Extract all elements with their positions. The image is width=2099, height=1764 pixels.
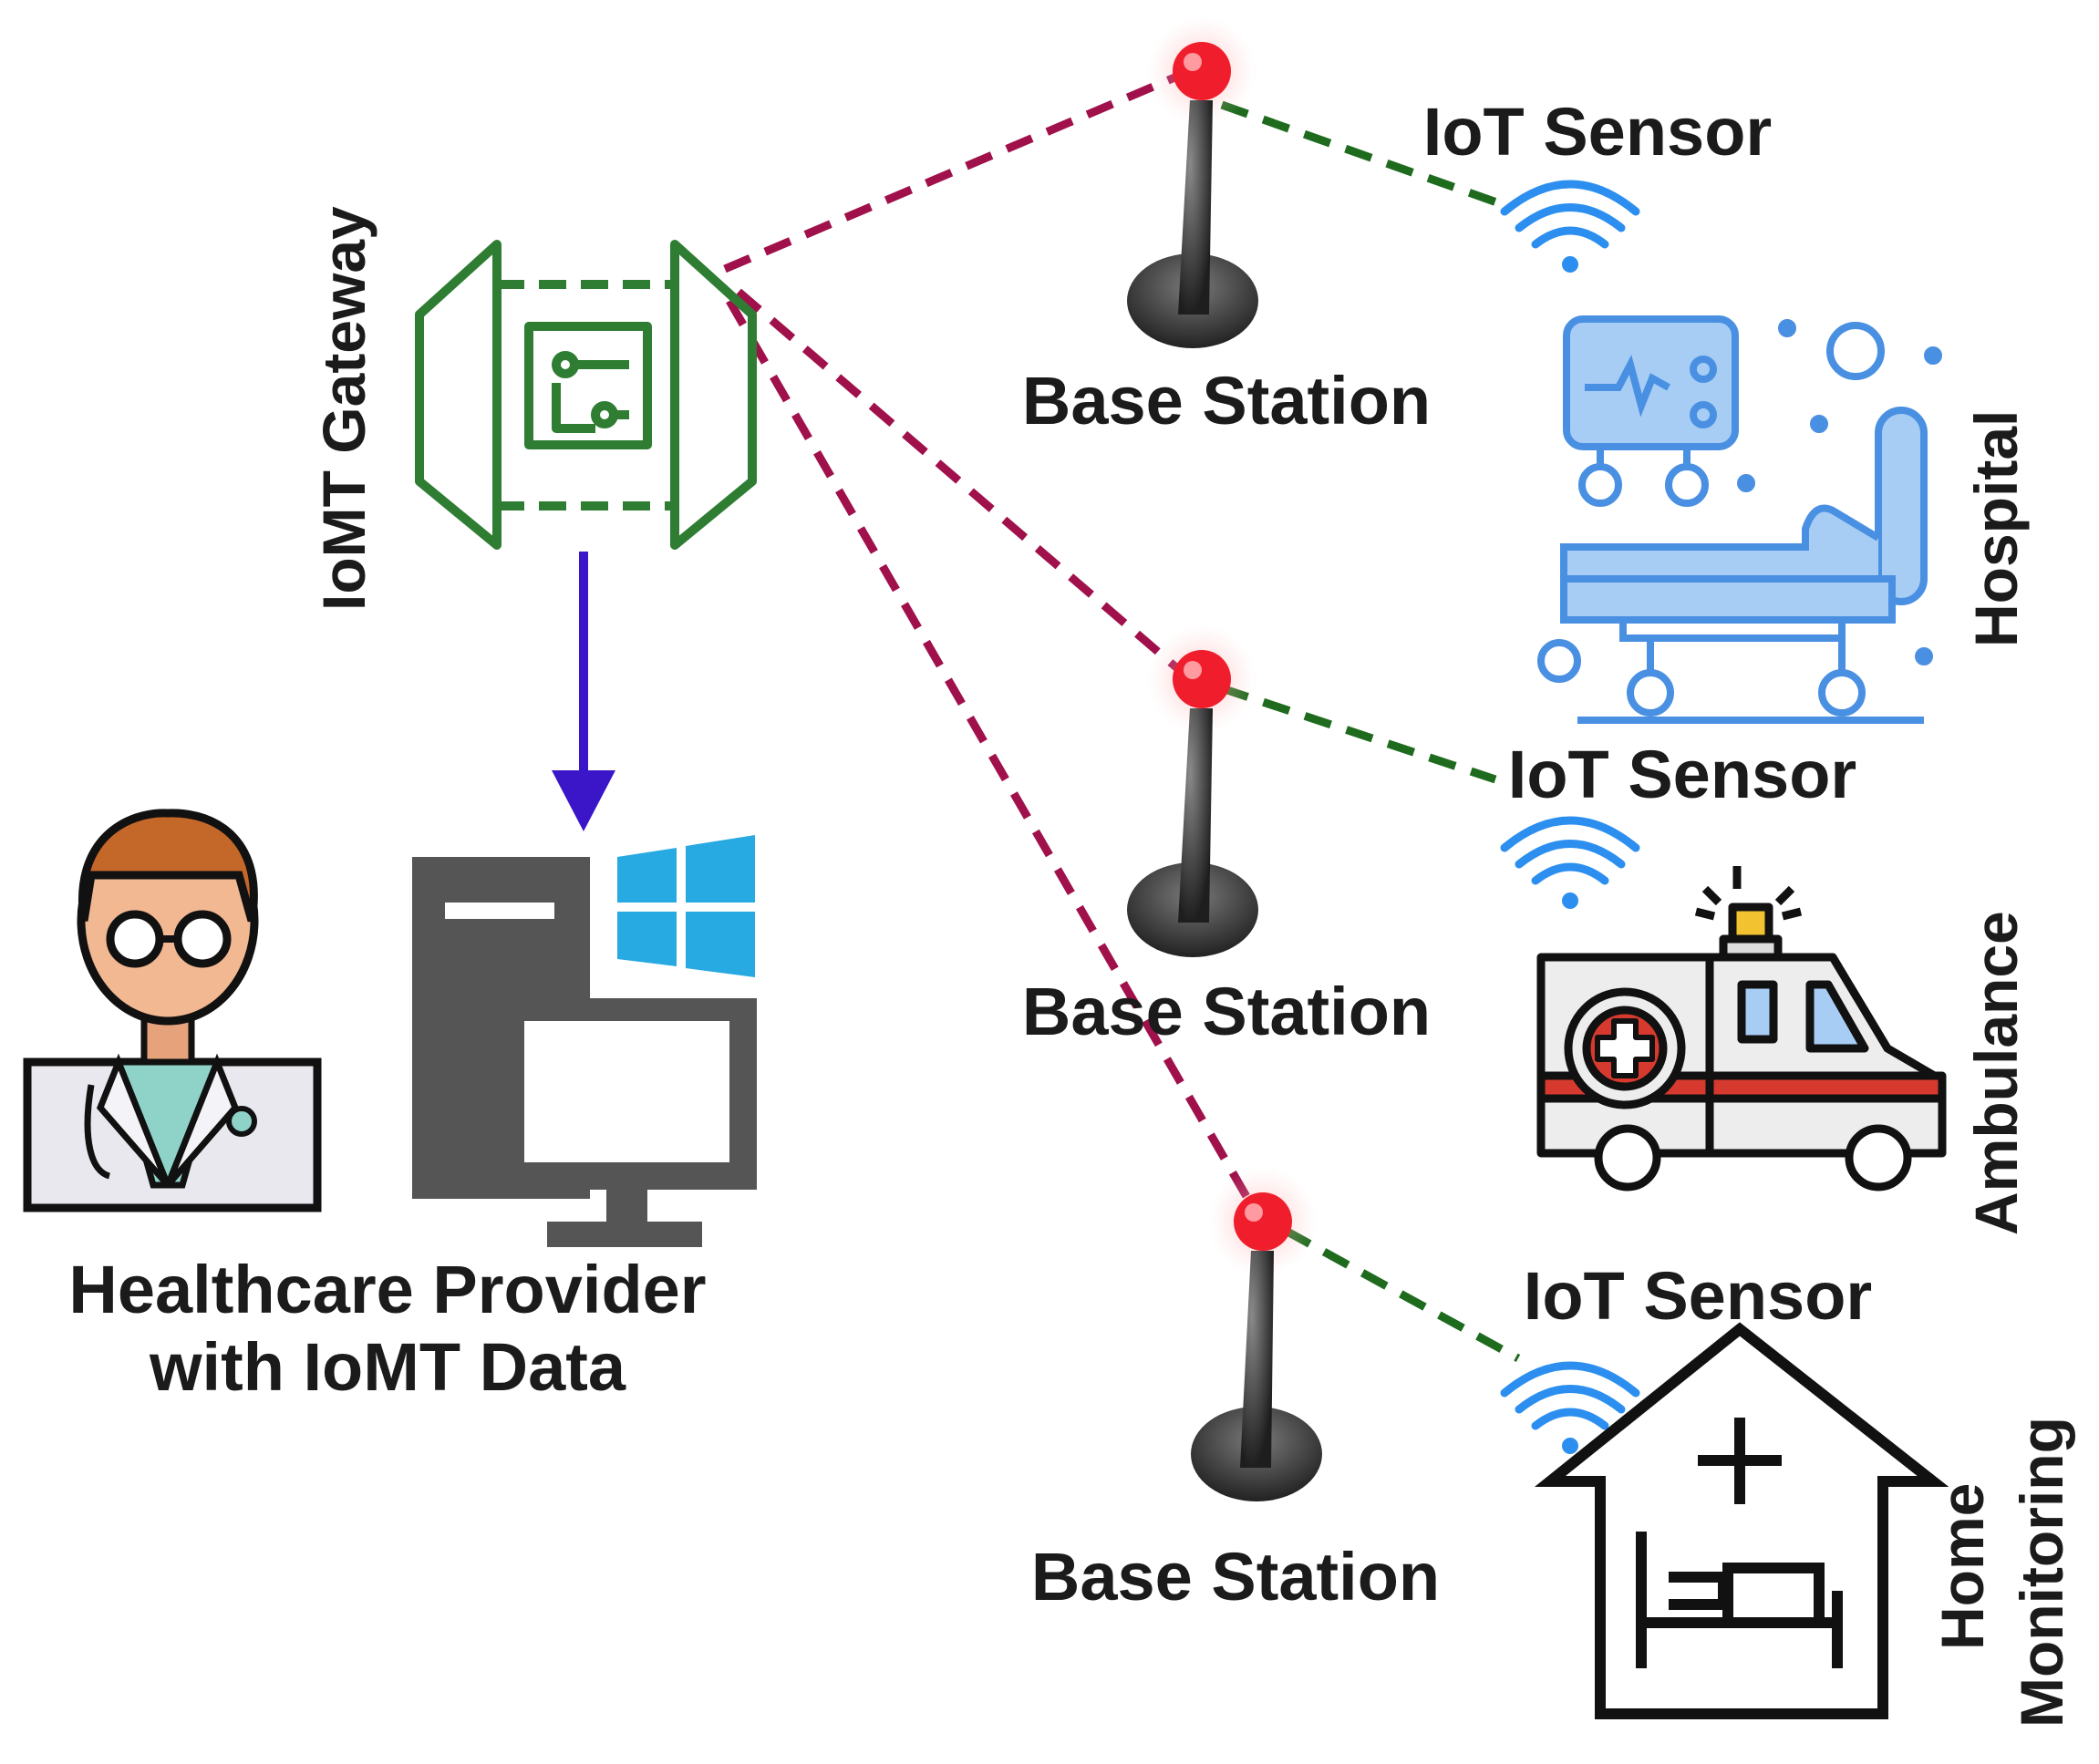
link-bs2-sensor2 — [1220, 684, 1497, 784]
site-label-home-line1: Home — [1928, 1483, 1996, 1650]
base-station-label: Base Station — [1022, 363, 1431, 438]
arrow-head-icon — [552, 770, 615, 831]
wifi-icon — [1500, 1361, 1640, 1454]
sensor-label: IoT Sensor — [1423, 94, 1772, 170]
site-label-ambulance: Ambulance — [1962, 911, 2030, 1235]
site-label-hospital: Hospital — [1962, 410, 2030, 647]
gateway-icon — [415, 240, 757, 550]
sensor-label: IoT Sensor — [1508, 737, 1856, 812]
antenna-icon — [1127, 16, 1258, 348]
sensor-2: IoT Sensor — [1500, 737, 1856, 909]
doctor-icon — [23, 809, 322, 1212]
link-gateway-bs3 — [726, 298, 1262, 1220]
link-gateway-bs1 — [723, 68, 1187, 273]
provider-label-line1: Healthcare Provider — [68, 1252, 706, 1327]
link-bs1-sensor1 — [1220, 100, 1506, 210]
wifi-icon — [1500, 816, 1640, 909]
ambulance-icon — [1536, 866, 1947, 1191]
antenna-icon — [1191, 1167, 1322, 1501]
windows-logo-icon — [617, 835, 755, 977]
sensor-label: IoT Sensor — [1524, 1258, 1872, 1334]
site-label-home-line2: Monitoring — [2008, 1417, 2075, 1728]
sensor-3: IoT Sensor — [1500, 1258, 1872, 1454]
hospital-bed-icon — [1537, 315, 1942, 724]
base-station-2: Base Station — [1022, 624, 1431, 1049]
gateway-label: IoMT Gateway — [310, 206, 377, 611]
link-bs3-sensor3 — [1283, 1227, 1521, 1362]
computer-icon — [412, 857, 757, 1247]
link-gateway-bs2 — [736, 288, 1193, 683]
base-station-label: Base Station — [1022, 974, 1431, 1049]
provider-label-line2: with IoMT Data — [149, 1329, 626, 1405]
antenna-icon — [1127, 624, 1258, 957]
base-station-3: Base Station — [1031, 1167, 1440, 1614]
home-care-icon — [1534, 1322, 1949, 1719]
wifi-icon — [1500, 180, 1640, 273]
sensor-links — [1220, 100, 1521, 1362]
base-station-1: Base Station — [1022, 16, 1431, 438]
base-station-label: Base Station — [1031, 1539, 1440, 1614]
backhaul-links — [723, 68, 1262, 1220]
sensor-1: IoT Sensor — [1423, 94, 1772, 273]
